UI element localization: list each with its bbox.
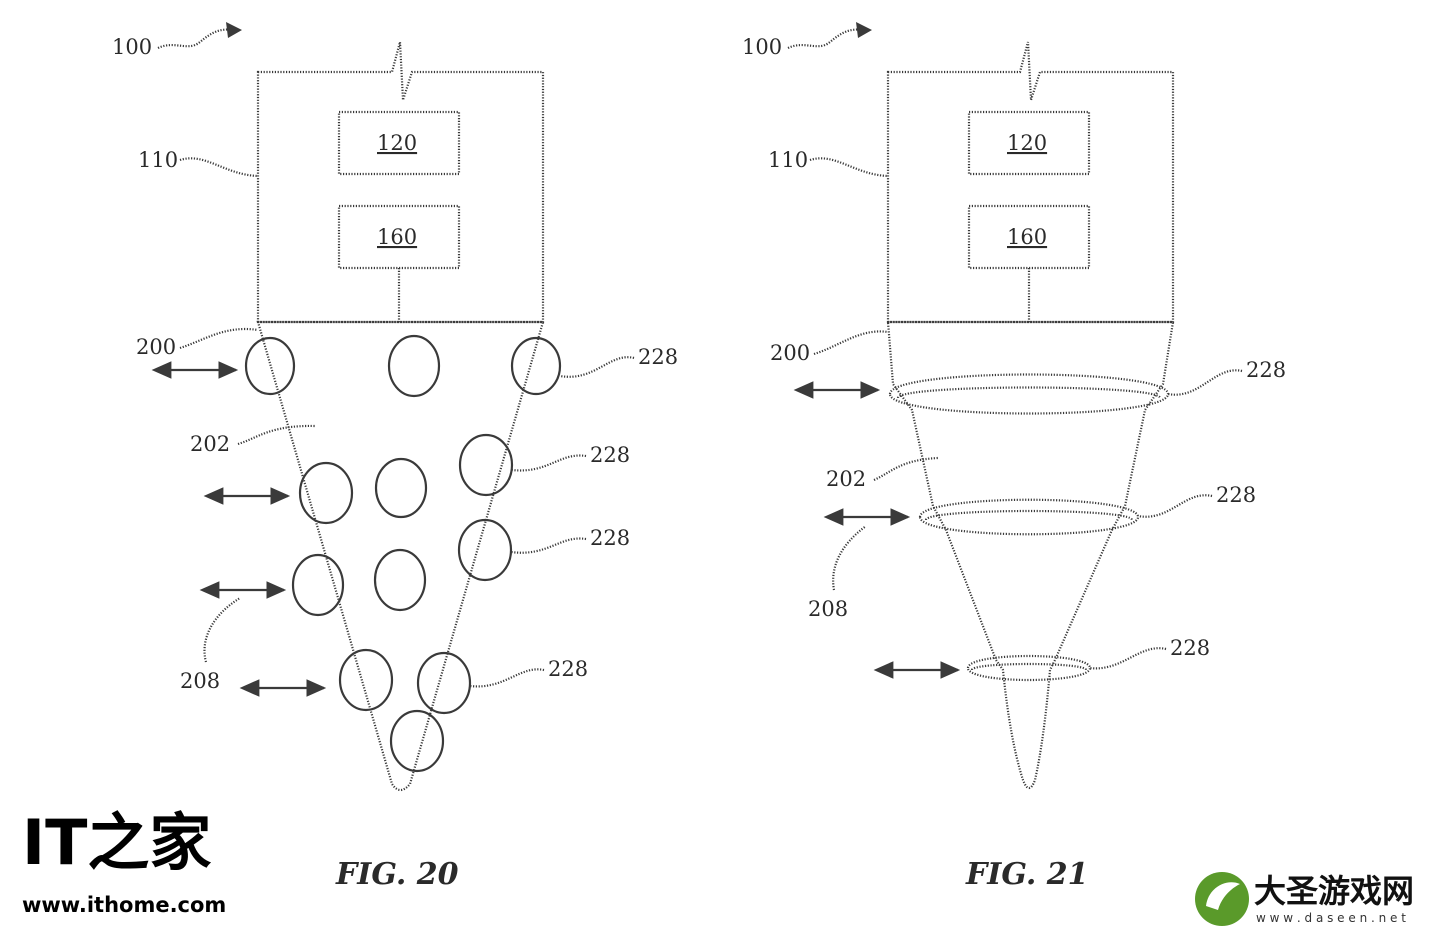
- fig21-leader-actuator-c: [1089, 647, 1167, 670]
- fig20-label-motion: 208: [180, 669, 220, 693]
- fig21-label-device: 100: [742, 35, 782, 59]
- fig21-leader-device: [787, 28, 866, 50]
- fig21-ring: [888, 373, 1170, 415]
- fig21-leader-actuator-a: [1167, 369, 1243, 396]
- watermark-left-bg: [22, 806, 140, 868]
- fig20-actuator: [291, 553, 345, 617]
- fig21-ring: [966, 654, 1092, 682]
- fig21-leader-tip: [813, 330, 889, 356]
- fig20-actuator: [389, 709, 445, 773]
- fig21-ring-inner: [970, 662, 1088, 672]
- fig21-cone-tip: [886, 320, 1175, 790]
- fig20-leader-tip: [179, 327, 259, 350]
- fig20-leader-device: [157, 28, 236, 50]
- fig20-label-actuator-b: 228: [590, 443, 630, 467]
- fig21-label-actuator-c: 228: [1170, 636, 1210, 660]
- fig20-arrowhead-device: [226, 22, 242, 38]
- watermark-right-name: 大圣游戏网: [1254, 872, 1414, 910]
- fig21-caption: FIG. 21: [965, 857, 1089, 892]
- fig20-actuator: [458, 433, 514, 497]
- fig21-housing: [886, 41, 1175, 324]
- fig20-label-actuator-d: 228: [548, 657, 588, 681]
- watermark-right: 大圣游戏网 w w w . d a s e e n . n e t: [1195, 872, 1414, 926]
- fig21-label-housing: 110: [768, 148, 808, 172]
- fig20-actuator: [374, 457, 428, 519]
- fig20-caption: FIG. 20: [335, 857, 459, 892]
- fig21-label-surface: 202: [826, 467, 866, 491]
- fig20-actuator: [457, 518, 513, 582]
- fig21-ring-inner: [896, 386, 1162, 400]
- fig21-box-top: [967, 110, 1091, 176]
- fig21-leader-motion: [832, 525, 867, 591]
- fig21-rings: [888, 373, 1170, 682]
- fig20-leader-housing: [179, 157, 259, 178]
- fig20-actuator: [373, 548, 427, 612]
- fig20-label-actuator-c: 228: [590, 526, 630, 550]
- fig20-label-device: 100: [112, 35, 152, 59]
- watermark-left-logo: IT之家: [22, 806, 211, 879]
- figure-21: 100 110 120 160 200 202: [742, 22, 1286, 892]
- fig21-ring: [918, 498, 1140, 536]
- fig21-label-actuator-b: 228: [1216, 483, 1256, 507]
- fig21-ring-inner: [924, 509, 1134, 522]
- fig20-label-surface: 202: [190, 432, 230, 456]
- fig20-box-bottom-label: 160: [377, 225, 417, 249]
- fig20-actuators: [244, 334, 562, 773]
- fig20-label-tip: 200: [136, 335, 176, 359]
- fig20-actuator: [387, 334, 441, 398]
- fig20-motion-arrows: [151, 361, 327, 697]
- fig20-box-top-label: 120: [377, 131, 417, 155]
- fig21-label-tip: 200: [770, 341, 810, 365]
- fig20-label-actuator-a: 228: [638, 345, 678, 369]
- fig20-actuator: [244, 336, 296, 396]
- fig20-leader-motion: [203, 597, 241, 663]
- fig21-leader-surface: [873, 456, 939, 482]
- figure-20: 100 110 120 160: [112, 22, 678, 892]
- fig21-box-bottom-label: 160: [1007, 225, 1047, 249]
- fig21-label-actuator-a: 228: [1246, 358, 1286, 382]
- fig20-actuator: [298, 461, 354, 525]
- watermark-left-url: www.ithome.com: [22, 893, 226, 917]
- fig21-label-motion: 208: [808, 597, 848, 621]
- fig20-cone-tip: [256, 320, 545, 792]
- fig21-motion-arrows: [793, 381, 961, 679]
- fig21-leader-actuator-b: [1137, 494, 1213, 518]
- watermark-right-url: w w w . d a s e e n . n e t: [1256, 911, 1406, 925]
- fig20-leader-actuator-a: [559, 356, 635, 378]
- fig20-leader-surface: [237, 424, 316, 446]
- fig20-actuator: [416, 651, 472, 715]
- fig20-label-housing: 110: [138, 148, 178, 172]
- fig21-leader-housing: [809, 157, 889, 178]
- fig20-housing: [256, 41, 545, 324]
- leaf-icon: [1206, 882, 1240, 910]
- fig20-actuator: [338, 648, 394, 712]
- fig21-box-top-label: 120: [1007, 131, 1047, 155]
- fig20-leader-actuator-b: [511, 454, 587, 472]
- fig21-arrowhead-device: [856, 22, 872, 38]
- fig20-leader-actuator-d: [469, 668, 545, 688]
- fig20-box-top: [337, 110, 461, 176]
- watermark-left: IT之家 www.ithome.com: [22, 806, 226, 917]
- fig20-leader-actuator-c: [510, 537, 587, 554]
- fig20-actuator: [510, 336, 562, 396]
